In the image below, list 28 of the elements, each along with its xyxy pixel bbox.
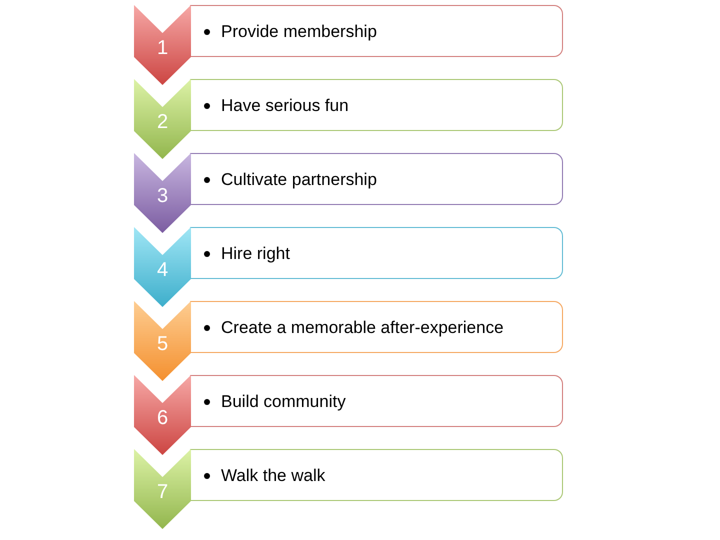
text-box xyxy=(190,375,563,427)
step-number: 5 xyxy=(156,333,170,355)
chevron-shape xyxy=(134,79,191,159)
text-box xyxy=(190,153,563,205)
text-box xyxy=(190,449,563,501)
step-number: 1 xyxy=(156,37,170,59)
chevron-shape xyxy=(134,153,191,233)
text-box xyxy=(190,79,563,131)
list-item-text: Provide membership xyxy=(221,22,377,42)
text-box xyxy=(190,301,563,353)
list-item-text: Have serious fun xyxy=(221,96,349,116)
list-item-text: Cultivate partnership xyxy=(221,170,377,190)
list-item-text: Build community xyxy=(221,392,346,412)
list-item-text: Hire right xyxy=(221,244,290,264)
step-number: 6 xyxy=(156,407,170,429)
step-number: 2 xyxy=(156,111,170,133)
text-box xyxy=(190,227,563,279)
chevron-shape xyxy=(134,227,191,307)
chevron-shape xyxy=(134,5,191,85)
step-number: 4 xyxy=(156,259,170,281)
chevron-shape xyxy=(134,449,191,529)
chevron-shape xyxy=(134,301,191,381)
list-item-text: Create a memorable after-experience xyxy=(221,318,504,338)
step-number: 7 xyxy=(156,481,170,503)
list-item-text: Walk the walk xyxy=(221,466,326,486)
step-number: 3 xyxy=(156,185,170,207)
text-box xyxy=(190,5,563,57)
chevron-shape xyxy=(134,375,191,455)
